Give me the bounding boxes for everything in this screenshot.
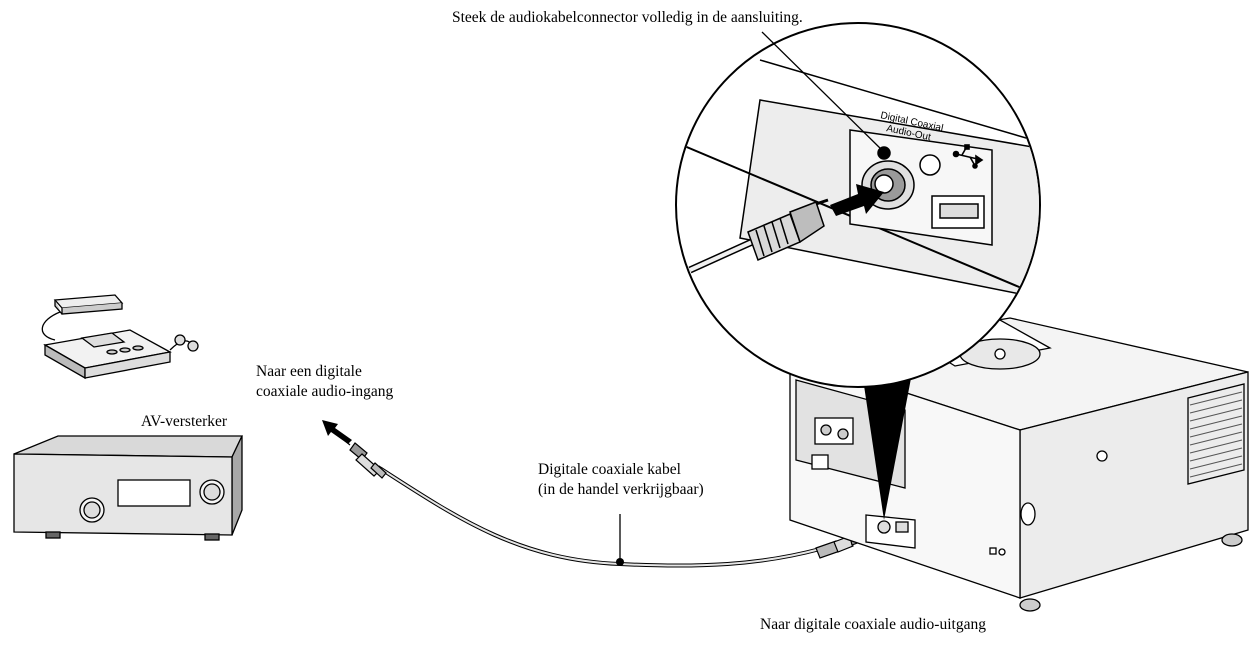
insert-arrow-icon bbox=[830, 184, 884, 216]
digital-input-label: Naar een digitale coaxiale audio-ingang bbox=[256, 362, 393, 402]
av-amplifier-icon bbox=[13, 435, 244, 541]
instruction-leader-line bbox=[761, 31, 885, 153]
digital-input-label-line1: Naar een digitale bbox=[256, 363, 362, 380]
usb-icon bbox=[952, 144, 984, 169]
insert-instruction-label: Steek de audiokabelconnector volledig in… bbox=[452, 9, 803, 26]
zoom-callout-pointer bbox=[862, 352, 916, 520]
portable-player-icon bbox=[41, 294, 199, 380]
cable-label-line1: Digitale coaxiale kabel bbox=[538, 461, 681, 478]
digital-output-label: Naar digitale coaxiale audio-uitgang bbox=[760, 616, 986, 633]
cable-label: Digitale coaxiale kabel (in de handel ve… bbox=[538, 460, 704, 500]
cable-label-line2: (in de handel verkrijgbaar) bbox=[538, 481, 704, 498]
magnified-port-view: Digital Coaxial Audio-Out bbox=[675, 22, 1041, 388]
insert-arrow-icon bbox=[322, 420, 352, 444]
av-amplifier-label: AV-versterker bbox=[141, 413, 228, 430]
left-rca-plug-icon bbox=[343, 439, 387, 479]
digital-input-label-line2: coaxiale audio-ingang bbox=[256, 383, 394, 400]
